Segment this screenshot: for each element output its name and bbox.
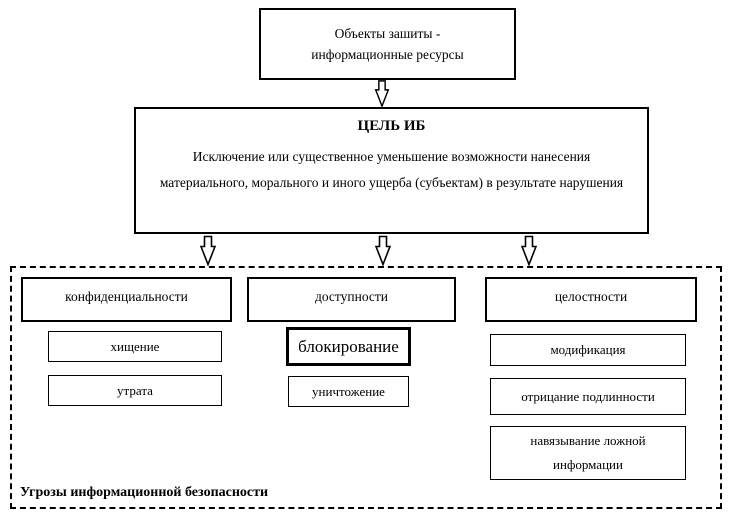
- objects-box: Объекты зашиты - информационные ресурсы: [259, 8, 516, 80]
- threats-container: [10, 266, 722, 509]
- column-header-availability: доступности: [247, 277, 456, 322]
- objects-box-line1: Объекты зашиты -: [334, 26, 441, 41]
- objects-box-line2: информационные ресурсы: [311, 47, 464, 62]
- threat-box-modification: модификация: [490, 334, 686, 366]
- threat-box-theft: хищение: [48, 331, 222, 362]
- down-arrow-icon: [375, 235, 391, 266]
- column-header-confidentiality: конфиденциальности: [21, 277, 232, 322]
- threats-container-label: Угрозы информационной безопасности: [20, 485, 269, 500]
- goal-title: ЦЕЛЬ ИБ: [357, 118, 426, 134]
- down-arrow-icon: [200, 235, 216, 266]
- threat-box-loss: утрата: [48, 375, 222, 406]
- column-header-integrity: целостности: [485, 277, 697, 322]
- threat-box-blocking: блокирование: [286, 327, 411, 366]
- goal-box: ЦЕЛЬ ИБ Исключение или существенное умен…: [134, 107, 649, 234]
- goal-body: Исключение или существенное уменьшение в…: [159, 149, 624, 190]
- threat-box-false-information: навязывание ложной информации: [490, 426, 686, 480]
- down-arrow-icon: [521, 235, 537, 266]
- threat-box-authenticity-denial: отрицание подлинности: [490, 378, 686, 415]
- threat-box-destruction: уничтожение: [288, 376, 409, 407]
- down-arrow-icon: [374, 80, 390, 107]
